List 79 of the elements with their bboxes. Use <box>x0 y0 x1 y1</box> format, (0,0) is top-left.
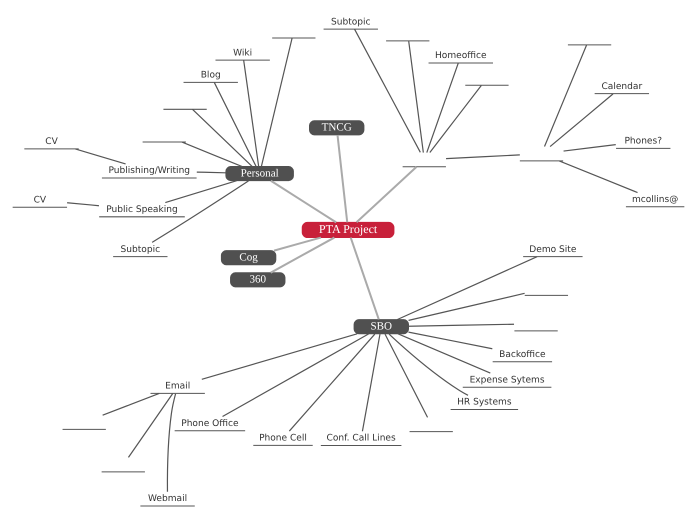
connector <box>260 37 293 166</box>
connector <box>243 60 260 166</box>
node-text: Publishing/Writing <box>108 166 190 176</box>
connector <box>202 332 358 380</box>
node-text: HR Systems <box>457 397 512 408</box>
connector <box>408 292 525 320</box>
connector <box>270 236 335 274</box>
node-text: Wiki <box>233 48 252 58</box>
node-underline <box>102 470 145 472</box>
connector <box>192 108 253 166</box>
connector <box>270 179 337 223</box>
connector <box>426 62 459 152</box>
node-text: Backoffice <box>499 349 546 360</box>
node-box: SBO <box>354 318 409 334</box>
connector <box>384 333 428 418</box>
node-underline <box>163 108 207 110</box>
node-text: Subtopic <box>331 16 371 27</box>
connector <box>408 40 424 152</box>
node-box: PTA Project <box>302 221 394 238</box>
connector <box>182 141 242 167</box>
node-text: Demo Site <box>529 244 576 254</box>
node-box: Personal <box>225 166 294 181</box>
node-underline <box>386 40 430 41</box>
node-underline <box>410 430 453 432</box>
connector <box>408 331 492 349</box>
node-text: Webmail <box>148 494 188 504</box>
connector <box>544 44 588 146</box>
connector <box>362 333 381 431</box>
node-text: Conf. Call Lines <box>326 433 396 444</box>
node-underline <box>520 160 564 161</box>
connector <box>354 28 421 152</box>
connector <box>222 332 369 417</box>
node-text: CV <box>45 136 58 147</box>
connector <box>128 392 174 458</box>
connector <box>196 171 226 173</box>
node-text: mcollins@ <box>632 194 678 204</box>
connector <box>446 154 520 159</box>
node-text: Public Speaking <box>106 204 178 214</box>
connector <box>408 323 514 326</box>
node-text: Phones? <box>624 136 662 146</box>
node-text: Phone Office <box>181 418 239 428</box>
node-underline <box>524 294 568 296</box>
connector <box>396 256 538 320</box>
node-underline <box>142 140 186 142</box>
node-underline <box>465 84 509 86</box>
node-underline <box>568 44 612 45</box>
connector <box>288 333 376 431</box>
connector <box>356 166 418 222</box>
connector <box>550 92 614 147</box>
connector <box>388 333 468 396</box>
node-underline <box>514 330 558 331</box>
node-box: Cog <box>220 250 276 265</box>
node-text: Calendar <box>602 81 642 92</box>
connector <box>274 236 322 252</box>
connector <box>152 180 249 242</box>
connector <box>75 148 126 164</box>
connector <box>336 134 348 222</box>
node-box: TNCG <box>309 120 364 135</box>
connector <box>102 392 160 416</box>
node-text: Phone Cell <box>259 432 307 443</box>
connector <box>214 82 257 166</box>
node-text: Subtopic <box>120 244 160 254</box>
node-box: 360 <box>230 272 286 287</box>
connector <box>67 202 100 206</box>
node-underline <box>402 166 446 167</box>
connector <box>166 393 176 492</box>
connector <box>559 160 638 193</box>
connector <box>398 332 491 374</box>
connector <box>429 84 482 152</box>
node-text: Blog <box>200 70 221 80</box>
node-underline <box>272 37 316 38</box>
node-text: Email <box>165 381 190 392</box>
connector <box>350 236 380 320</box>
connector <box>165 180 237 203</box>
node-text: CV <box>34 194 46 205</box>
node-underline <box>62 428 106 430</box>
node-text: Homeoffice <box>434 50 487 61</box>
connector <box>564 144 616 152</box>
node-text: Expense Sytems <box>470 374 545 385</box>
